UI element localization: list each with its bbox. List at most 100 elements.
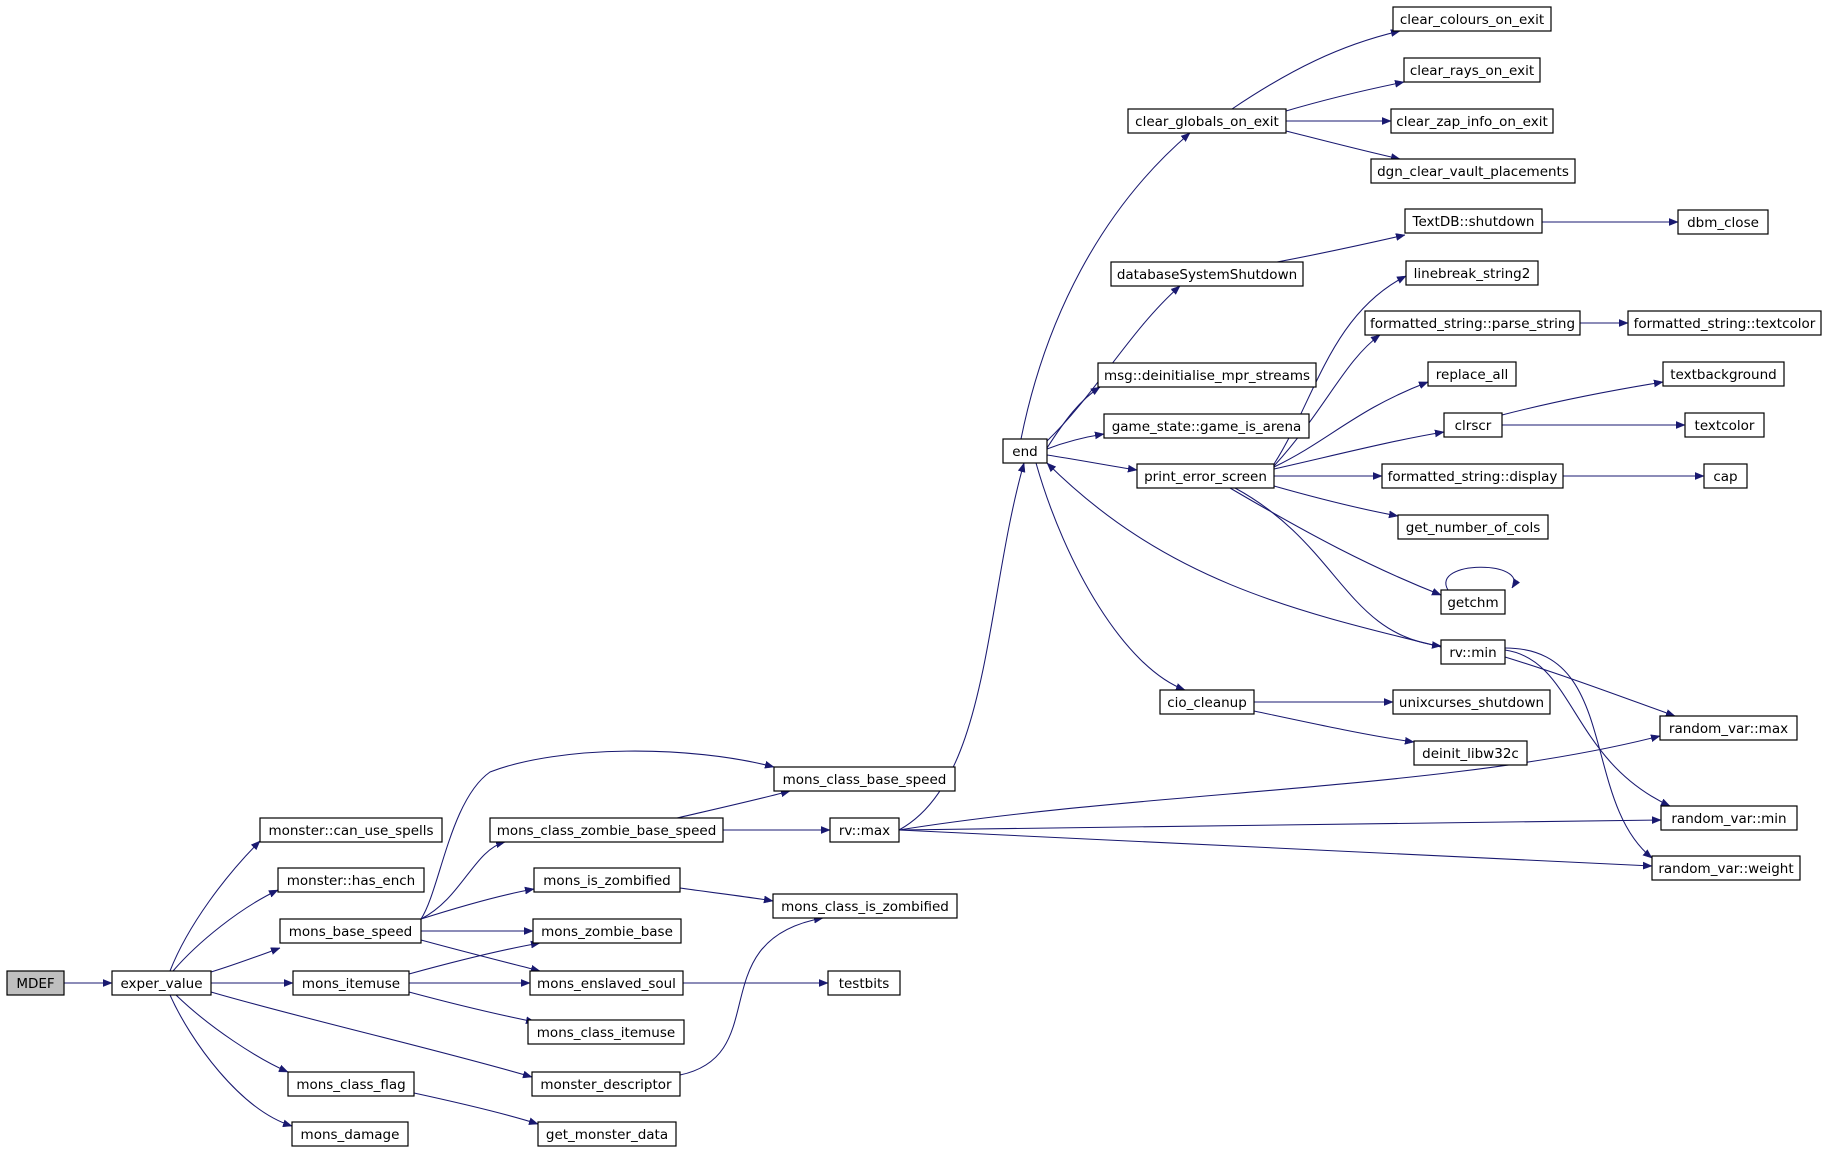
node-label: end xyxy=(1012,444,1037,460)
edge-exper_value-to-can_use_spells xyxy=(169,841,260,972)
node-textbackground[interactable]: textbackground xyxy=(1662,361,1785,387)
node-label: getchm xyxy=(1447,595,1498,611)
node-rv-min[interactable]: rv::min xyxy=(1440,639,1506,665)
node-box xyxy=(827,970,901,996)
node-rv-max[interactable]: rv::max xyxy=(829,817,900,843)
node-label: monster_descriptor xyxy=(540,1077,672,1093)
node-label: clear_zap_info_on_exit xyxy=(1396,114,1547,130)
node-mons-itemuse[interactable]: mons_itemuse xyxy=(292,970,410,996)
node-textcolor[interactable]: textcolor xyxy=(1684,412,1765,438)
node-end[interactable]: end xyxy=(1002,438,1048,464)
node-label: formatted_string::parse_string xyxy=(1370,316,1575,332)
node-box xyxy=(1627,310,1822,336)
node-clear-colours-on-exit[interactable]: clear_colours_on_exit xyxy=(1392,6,1552,32)
node-box xyxy=(1381,463,1564,489)
node-box xyxy=(1660,805,1798,831)
node-databasesystemshutdown[interactable]: databaseSystemShutdown xyxy=(1110,261,1304,287)
node-box xyxy=(1440,589,1506,615)
node-label: cio_cleanup xyxy=(1167,695,1247,711)
node-parse-string[interactable]: formatted_string::parse_string xyxy=(1364,310,1581,336)
node-mons-is-zombified[interactable]: mons_is_zombified xyxy=(533,867,681,893)
node-label: clear_colours_on_exit xyxy=(1400,12,1544,28)
node-box xyxy=(1677,209,1769,235)
node-label: game_state::game_is_arena xyxy=(1112,419,1302,435)
node-testbits[interactable]: testbits xyxy=(827,970,901,996)
node-mons-base-speed[interactable]: mons_base_speed xyxy=(279,918,422,944)
node-get-monster-data[interactable]: get_monster_data xyxy=(537,1121,677,1147)
node-mons-class-is-zombified[interactable]: mons_class_is_zombified xyxy=(772,893,958,919)
node-label: mons_damage xyxy=(301,1127,400,1143)
node-mons-class-base-speed[interactable]: mons_class_base_speed xyxy=(773,766,956,792)
node-box xyxy=(1364,310,1581,336)
node-box xyxy=(1103,413,1310,439)
node-can-use-spells[interactable]: monster::can_use_spells xyxy=(259,817,443,843)
node-label: testbits xyxy=(839,976,890,992)
edge-mons_is_zombified-to-mons_class_is_zombified xyxy=(679,887,773,901)
node-label: mons_itemuse xyxy=(302,976,400,992)
node-clear-globals-on-exit[interactable]: clear_globals_on_exit xyxy=(1127,108,1287,134)
edge-end-to-cio_cleanup xyxy=(1035,462,1185,690)
node-box xyxy=(1370,158,1576,184)
node-mdef[interactable]: MDEF xyxy=(6,970,65,996)
node-random-var-min[interactable]: random_var::min xyxy=(1660,805,1798,831)
node-label: mons_enslaved_soul xyxy=(537,976,676,992)
edge-mons_base_speed-to-mons_class_zombie_base_speed xyxy=(420,842,505,920)
node-getchm[interactable]: getchm xyxy=(1440,589,1506,615)
node-deinit-mpr[interactable]: msg::deinitialise_mpr_streams xyxy=(1097,362,1317,388)
node-get-number-of-cols[interactable]: get_number_of_cols xyxy=(1397,514,1549,540)
edge-print_error_screen-to-parse_string xyxy=(1273,334,1380,467)
node-clear-rays-on-exit[interactable]: clear_rays_on_exit xyxy=(1403,57,1541,83)
node-random-var-max[interactable]: random_var::max xyxy=(1659,715,1798,741)
node-mons-enslaved-soul[interactable]: mons_enslaved_soul xyxy=(529,970,684,996)
node-box xyxy=(1403,57,1541,83)
node-random-var-weight[interactable]: random_var::weight xyxy=(1651,855,1801,881)
node-mons-zombie-base[interactable]: mons_zombie_base xyxy=(532,918,682,944)
node-box xyxy=(259,817,443,843)
node-dgn-clear-vault-placements[interactable]: dgn_clear_vault_placements xyxy=(1370,158,1576,184)
node-linebreak-string2[interactable]: linebreak_string2 xyxy=(1405,260,1539,286)
node-box xyxy=(531,1071,681,1097)
node-box xyxy=(279,918,422,944)
node-label: clrscr xyxy=(1455,418,1492,434)
node-mons-class-zombie-base-speed[interactable]: mons_class_zombie_base_speed xyxy=(489,817,724,843)
node-box xyxy=(6,970,65,996)
node-exper-value[interactable]: exper_value xyxy=(111,970,212,996)
node-box xyxy=(772,893,958,919)
node-fs-textcolor[interactable]: formatted_string::textcolor xyxy=(1627,310,1822,336)
node-mons-class-flag[interactable]: mons_class_flag xyxy=(287,1071,415,1097)
node-label: mons_class_base_speed xyxy=(783,772,947,788)
node-clear-zap-info-on-exit[interactable]: clear_zap_info_on_exit xyxy=(1390,108,1554,134)
node-box xyxy=(1427,361,1517,387)
node-label: rv::min xyxy=(1449,645,1496,661)
node-label: monster::can_use_spells xyxy=(268,823,433,839)
node-label: formatted_string::display xyxy=(1388,469,1558,485)
edge-rv_min-to-end xyxy=(1047,463,1442,648)
node-monster-descriptor[interactable]: monster_descriptor xyxy=(531,1071,681,1097)
node-label: replace_all xyxy=(1436,367,1508,383)
node-label: mons_base_speed xyxy=(289,924,412,940)
node-label: databaseSystemShutdown xyxy=(1117,267,1297,283)
node-box xyxy=(1405,260,1539,286)
node-clrscr[interactable]: clrscr xyxy=(1443,412,1503,438)
node-textdb-shutdown[interactable]: TextDB::shutdown xyxy=(1404,208,1543,234)
node-cio-cleanup[interactable]: cio_cleanup xyxy=(1159,689,1255,715)
node-box xyxy=(1390,108,1554,134)
node-unixcurses-shutdown[interactable]: unixcurses_shutdown xyxy=(1392,689,1551,715)
node-box xyxy=(1159,689,1255,715)
node-dbm-close[interactable]: dbm_close xyxy=(1677,209,1769,235)
node-label: mons_class_is_zombified xyxy=(781,899,949,915)
node-deinit-libw32c[interactable]: deinit_libw32c xyxy=(1413,740,1528,766)
node-box xyxy=(829,817,900,843)
node-game-is-arena[interactable]: game_state::game_is_arena xyxy=(1103,413,1310,439)
node-print-error-screen[interactable]: print_error_screen xyxy=(1136,463,1275,489)
node-fs-display[interactable]: formatted_string::display xyxy=(1381,463,1564,489)
edge-rv_max-to-random_var_max xyxy=(898,736,1660,831)
node-label: dgn_clear_vault_placements xyxy=(1377,164,1569,180)
node-mons-damage[interactable]: mons_damage xyxy=(291,1121,409,1147)
node-has-ench[interactable]: monster::has_ench xyxy=(277,867,425,893)
node-mons-class-itemuse[interactable]: mons_class_itemuse xyxy=(527,1019,685,1045)
node-replace-all[interactable]: replace_all xyxy=(1427,361,1517,387)
node-cap[interactable]: cap xyxy=(1703,463,1748,489)
